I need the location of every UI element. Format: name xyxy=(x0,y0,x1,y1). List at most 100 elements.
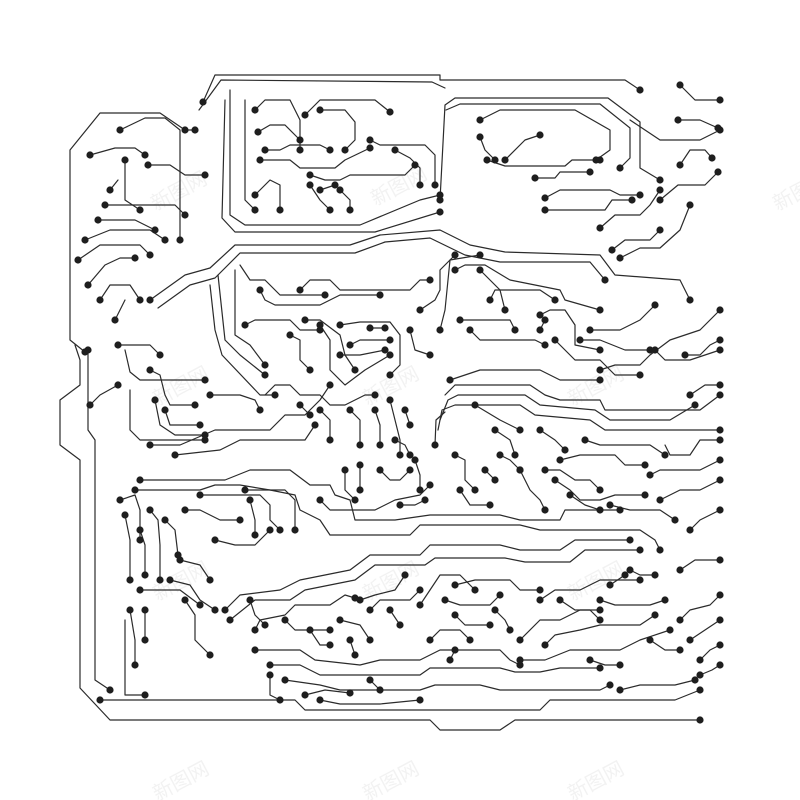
circuit-pad xyxy=(201,171,209,179)
circuit-pad xyxy=(201,376,209,384)
circuit-pad xyxy=(516,466,524,474)
circuit-pad xyxy=(621,571,629,579)
circuit-pad xyxy=(146,296,154,304)
circuit-pad xyxy=(511,326,519,334)
circuit-pad xyxy=(596,346,604,354)
circuit-pad xyxy=(436,326,444,334)
circuit-pad xyxy=(276,526,284,534)
circuit-pad xyxy=(506,626,514,634)
circuit-pad xyxy=(596,506,604,514)
circuit-pad xyxy=(426,276,434,284)
circuit-pad xyxy=(536,586,544,594)
circuit-pad xyxy=(316,406,324,414)
circuit-pad xyxy=(451,581,459,589)
circuit-pad xyxy=(536,131,544,139)
circuit-pad xyxy=(86,401,94,409)
circuit-pad xyxy=(466,636,474,644)
circuit-pad xyxy=(326,626,334,634)
circuit-pad xyxy=(341,146,349,154)
circuit-pad xyxy=(316,106,324,114)
circuit-pad xyxy=(401,406,409,414)
circuit-pad xyxy=(296,401,304,409)
circuit-pad xyxy=(716,506,724,514)
circuit-pad xyxy=(81,236,89,244)
circuit-pad xyxy=(376,466,384,474)
circuit-pad xyxy=(596,156,604,164)
circuit-pad xyxy=(276,206,284,214)
circuit-pad xyxy=(716,641,724,649)
circuit-pad xyxy=(146,251,154,259)
circuit-pad xyxy=(196,491,204,499)
circuit-pad xyxy=(481,466,489,474)
circuit-pad xyxy=(381,346,389,354)
circuit-pad xyxy=(261,621,269,629)
circuit-pad xyxy=(636,546,644,554)
circuit-pad xyxy=(346,636,354,644)
circuit-pad xyxy=(201,436,209,444)
circuit-pad xyxy=(136,586,144,594)
circuit-pad xyxy=(371,406,379,414)
circuit-pad xyxy=(206,651,214,659)
circuit-pad xyxy=(411,161,419,169)
circuit-pad xyxy=(416,306,424,314)
circuit-pad xyxy=(551,296,559,304)
circuit-pad xyxy=(226,616,234,624)
circuit-pad xyxy=(151,396,159,404)
circuit-pad xyxy=(716,476,724,484)
circuit-pad xyxy=(136,206,144,214)
circuit-pad xyxy=(241,486,249,494)
circuit-pad xyxy=(316,321,324,329)
circuit-pad xyxy=(541,194,549,202)
circuit-pad xyxy=(281,676,289,684)
circuit-pad xyxy=(351,366,359,374)
circuit-pad xyxy=(436,208,444,216)
circuit-pad xyxy=(141,151,149,159)
circuit-pad xyxy=(541,316,549,324)
circuit-pad xyxy=(616,164,624,172)
circuit-pad xyxy=(251,531,259,539)
circuit-pad xyxy=(336,186,344,194)
circuit-pad xyxy=(616,686,624,694)
circuit-pad xyxy=(541,506,549,514)
circuit-pad xyxy=(596,616,604,624)
circuit-pad xyxy=(636,191,644,199)
circuit-pad xyxy=(696,716,704,724)
circuit-pad xyxy=(601,276,609,284)
circuit-pad xyxy=(251,206,259,214)
circuit-pad xyxy=(686,636,694,644)
circuit-pad xyxy=(641,461,649,469)
circuit-pad xyxy=(356,486,364,494)
circuit-pad xyxy=(483,156,491,164)
circuit-pad xyxy=(456,316,464,324)
circuit-pad xyxy=(211,606,219,614)
circuit-pad xyxy=(586,326,594,334)
circuit-pad xyxy=(256,406,264,414)
circuit-pad xyxy=(396,501,404,509)
circuit-pad xyxy=(686,391,694,399)
circuit-pad xyxy=(301,691,309,699)
circuit-pad xyxy=(536,311,544,319)
circuit-pad xyxy=(181,506,189,514)
circuit-pad xyxy=(416,601,424,609)
circuit-pad xyxy=(496,591,504,599)
circuit-pad xyxy=(486,621,494,629)
circuit-pad xyxy=(396,621,404,629)
circuit-pad xyxy=(441,596,449,604)
circuit-pads xyxy=(74,81,724,724)
circuit-pad xyxy=(646,346,654,354)
circuit-pad xyxy=(656,226,664,234)
circuit-pad xyxy=(114,341,122,349)
circuit-pad xyxy=(446,376,454,384)
circuit-pad xyxy=(241,321,249,329)
circuit-pad xyxy=(406,451,414,459)
circuit-pad xyxy=(281,616,289,624)
circuit-pad xyxy=(311,421,319,429)
circuit-pad xyxy=(651,571,659,579)
circuit-pad xyxy=(326,381,334,389)
circuit-pad xyxy=(136,476,144,484)
circuit-pad xyxy=(656,546,664,554)
circuit-pad xyxy=(356,461,364,469)
circuit-pad xyxy=(316,326,324,334)
circuit-pad xyxy=(126,576,134,584)
